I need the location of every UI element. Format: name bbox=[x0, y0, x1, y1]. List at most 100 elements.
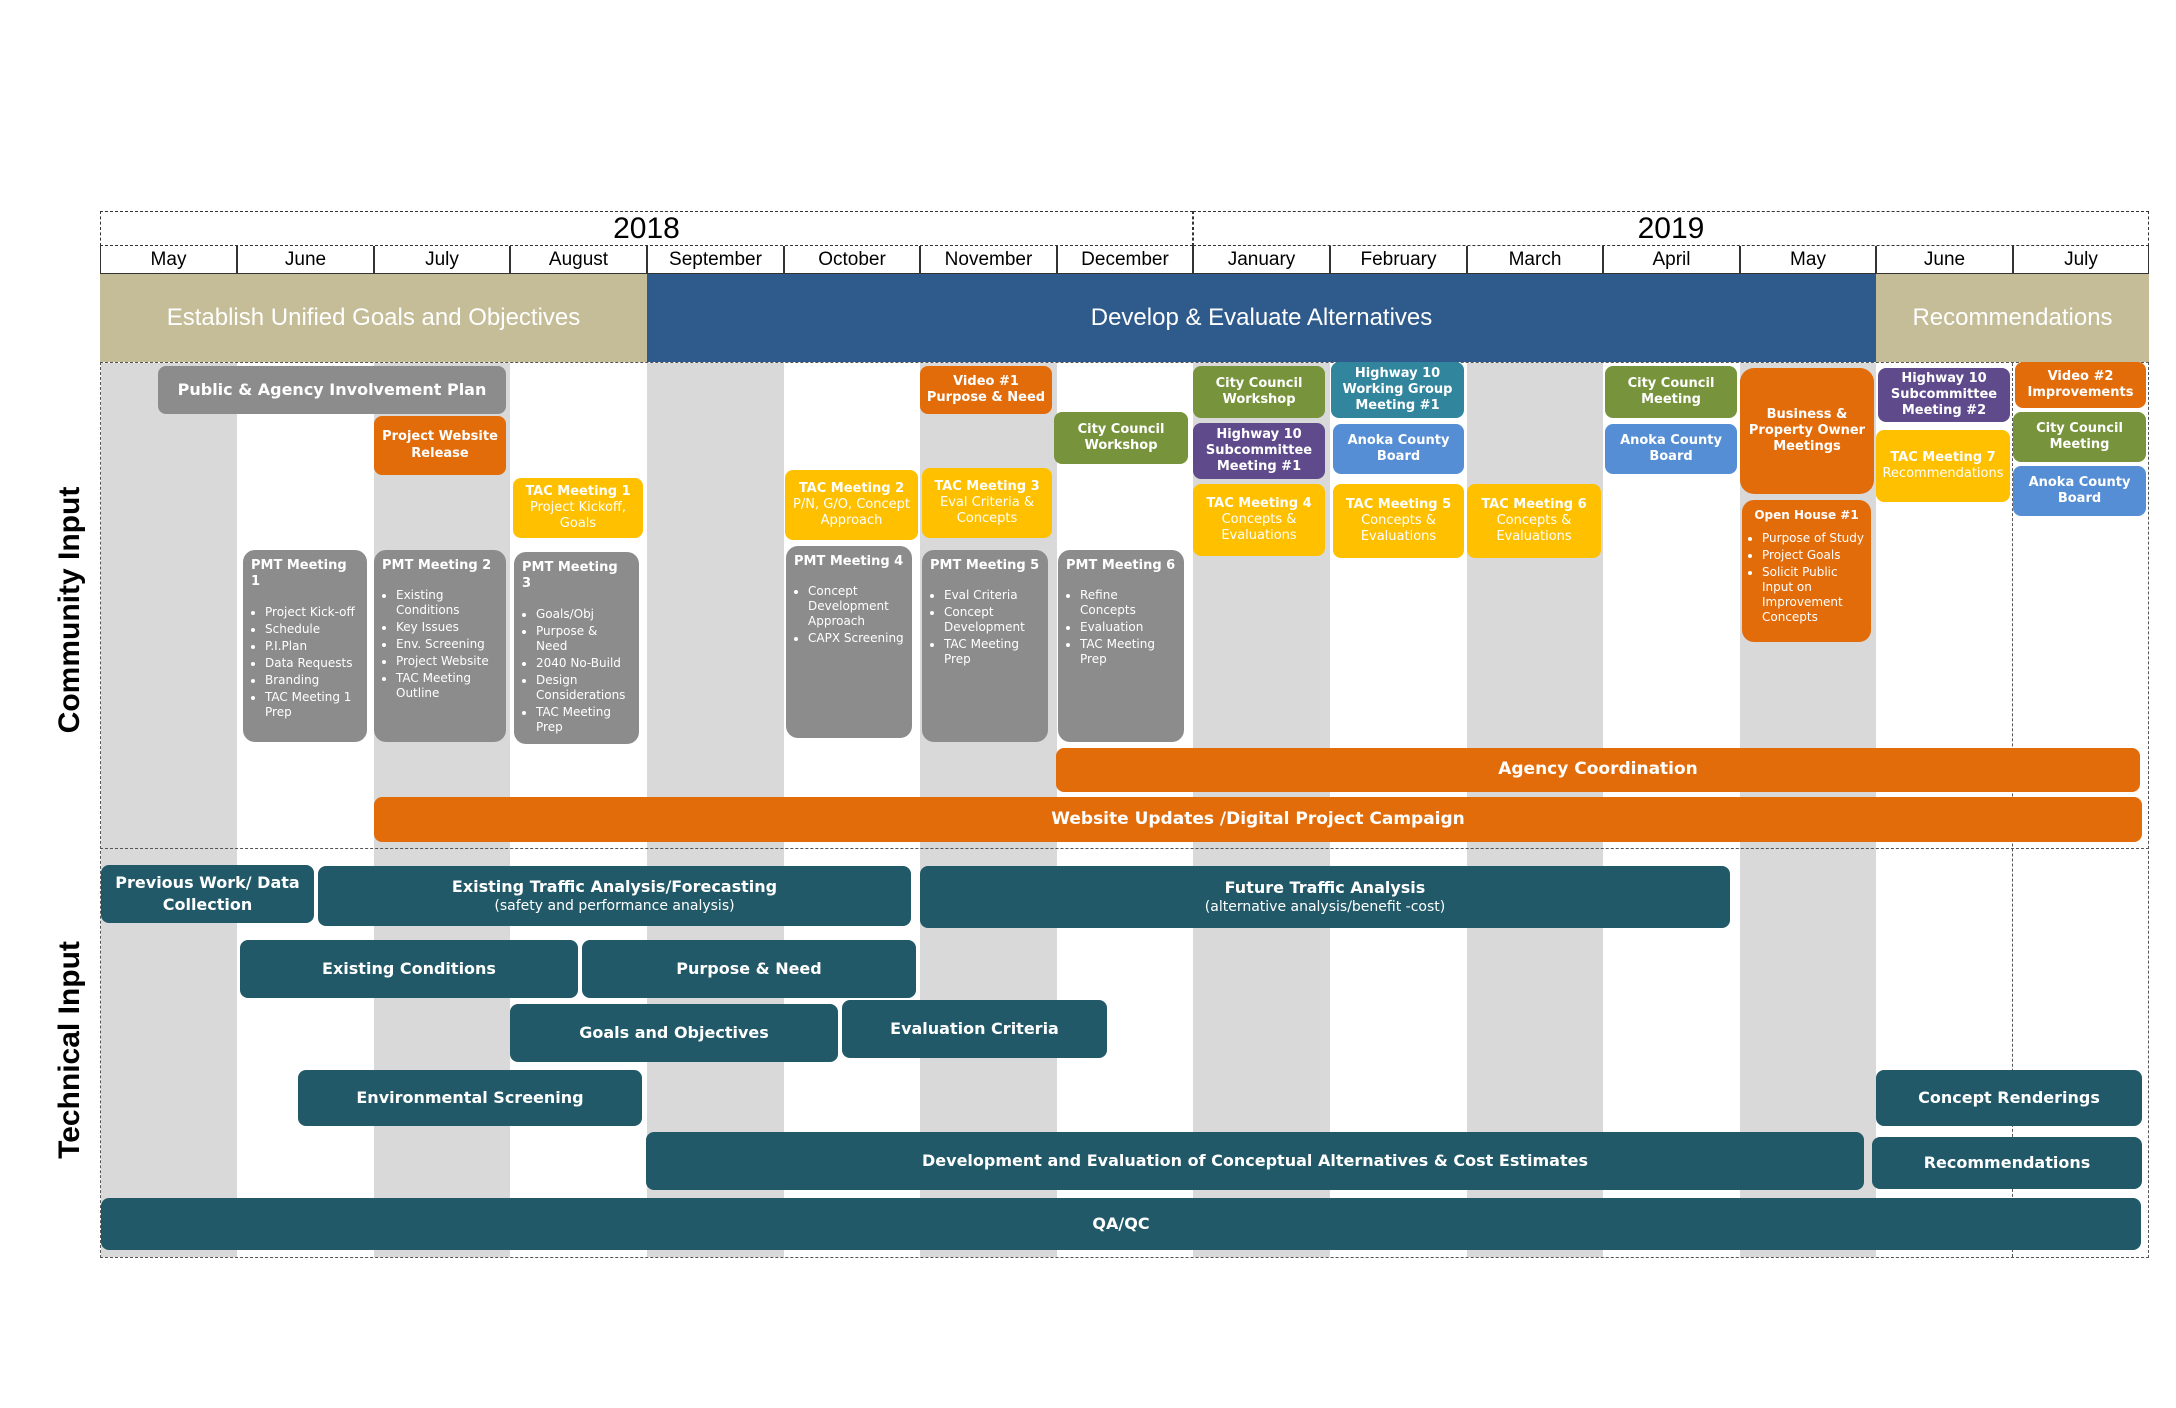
cc-meeting-apr-box: City Council Meeting bbox=[1605, 366, 1737, 418]
pmt-item: Purpose & Need bbox=[536, 624, 631, 654]
pmt-item: Goals/Obj bbox=[536, 607, 631, 622]
tac-meeting-7-box: TAC Meeting 7 Recommendations bbox=[1876, 430, 2010, 502]
pmt-item: Eval Criteria bbox=[944, 588, 1040, 603]
hwy10-subcommittee-2-label: Highway 10 Subcommittee Meeting #2 bbox=[1890, 370, 1998, 419]
tac-meeting-6-box: TAC Meeting 6 Concepts & Evaluations bbox=[1467, 484, 1601, 558]
tac-meeting-6-sub: Concepts & Evaluations bbox=[1496, 512, 1572, 545]
cc-workshop-dec-label: City Council Workshop bbox=[1077, 421, 1165, 453]
pmt-meeting-6-title: PMT Meeting 6 bbox=[1066, 558, 1176, 573]
tac-meeting-5-box: TAC Meeting 5 Concepts & Evaluations bbox=[1333, 484, 1464, 558]
month-june-2019: June bbox=[1876, 246, 2013, 274]
year-2018-header: 2018 bbox=[100, 211, 1193, 246]
hwy10-subcommittee-1-label: Highway 10 Subcommittee Meeting #1 bbox=[1205, 426, 1313, 475]
community-input-label: Community Input bbox=[53, 486, 86, 734]
pmt-item: 2040 No-Build bbox=[536, 656, 631, 671]
existing-conditions-label: Existing Conditions bbox=[322, 959, 496, 979]
existing-conditions-bar: Existing Conditions bbox=[240, 940, 578, 998]
previous-work-label: Previous Work/ Data Collection bbox=[115, 873, 300, 914]
pmt-item: Concept Development bbox=[944, 605, 1040, 635]
business-owner-meetings-label: Business & Property Owner Meetings bbox=[1748, 406, 1866, 455]
website-release-box: Project Website Release bbox=[374, 416, 506, 475]
pmt-item: Design Considerations bbox=[536, 673, 631, 703]
pmt-meeting-2-title: PMT Meeting 2 bbox=[382, 558, 492, 573]
website-updates-bar: Website Updates /Digital Project Campaig… bbox=[374, 797, 2142, 842]
pmt-meeting-3-list: Goals/Obj Purpose & Need 2040 No-Build D… bbox=[522, 607, 631, 737]
month-january-2019: January bbox=[1193, 246, 1330, 274]
month-june-2018: June bbox=[237, 246, 374, 274]
tac-meeting-1-title: TAC Meeting 1 bbox=[525, 483, 631, 499]
agency-coordination-bar: Agency Coordination bbox=[1056, 748, 2140, 792]
tac-meeting-3-title: TAC Meeting 3 bbox=[934, 478, 1040, 494]
existing-traffic-title: Existing Traffic Analysis/Forecasting bbox=[451, 876, 778, 896]
pmt-item: Project Website bbox=[396, 654, 498, 669]
pmt-item: TAC Meeting Outline bbox=[396, 671, 498, 701]
phase-develop-evaluate: Develop & Evaluate Alternatives bbox=[647, 274, 1876, 362]
month-march-2019: March bbox=[1467, 246, 1603, 274]
tac-meeting-2-title: TAC Meeting 2 bbox=[798, 480, 905, 496]
pmt-meeting-5-title: PMT Meeting 5 bbox=[930, 558, 1040, 573]
month-july-2018: July bbox=[374, 246, 510, 274]
pmt-meeting-4-title: PMT Meeting 4 bbox=[794, 554, 904, 569]
video-2-box: Video #2 Improvements bbox=[2015, 362, 2146, 408]
pmt-item: Schedule bbox=[265, 622, 359, 637]
open-house-list: Purpose of Study Project Goals Solicit P… bbox=[1748, 531, 1865, 627]
anoka-board-apr-box: Anoka County Board bbox=[1605, 424, 1737, 474]
pmt-item: Concept Development Approach bbox=[808, 584, 904, 629]
pmt-item: Branding bbox=[265, 673, 359, 688]
tac-meeting-2-sub: P/N, G/O, Concept Approach bbox=[793, 496, 910, 529]
pmt-item: Existing Conditions bbox=[396, 588, 498, 618]
goals-objectives-bar: Goals and Objectives bbox=[510, 1004, 838, 1062]
year-2019-header: 2019 bbox=[1193, 211, 2149, 246]
tac-meeting-5-title: TAC Meeting 5 bbox=[1345, 496, 1452, 512]
purpose-need-label: Purpose & Need bbox=[676, 959, 822, 979]
website-updates-label: Website Updates /Digital Project Campaig… bbox=[1051, 808, 1465, 829]
tac-meeting-2-box: TAC Meeting 2 P/N, G/O, Concept Approach bbox=[785, 470, 918, 540]
pmt-meeting-5-box: PMT Meeting 5 Eval Criteria Concept Deve… bbox=[922, 550, 1048, 742]
anoka-board-apr-label: Anoka County Board bbox=[1620, 432, 1722, 464]
tac-meeting-6-title: TAC Meeting 6 bbox=[1481, 496, 1587, 512]
public-agency-plan-label: Public & Agency Involvement Plan bbox=[177, 380, 487, 399]
section-divider bbox=[100, 848, 2149, 849]
anoka-board-feb-label: Anoka County Board bbox=[1347, 432, 1450, 464]
pmt-meeting-1-box: PMT Meeting 1 Project Kick-off Schedule … bbox=[243, 550, 367, 742]
tac-meeting-3-box: TAC Meeting 3 Eval Criteria & Concepts bbox=[922, 468, 1052, 538]
cc-meeting-jul-box: City Council Meeting bbox=[2013, 412, 2146, 462]
tac-meeting-7-sub: Recommendations bbox=[1882, 466, 2004, 481]
pmt-item: Data Requests bbox=[265, 656, 359, 671]
hwy10-working-group-label: Highway 10 Working Group Meeting #1 bbox=[1342, 365, 1453, 414]
pmt-item: P.I.Plan bbox=[265, 639, 359, 654]
anoka-board-feb-box: Anoka County Board bbox=[1333, 424, 1464, 474]
recommendations-bar: Recommendations bbox=[1872, 1137, 2142, 1189]
goals-objectives-label: Goals and Objectives bbox=[579, 1023, 769, 1043]
month-october-2018: October bbox=[784, 246, 920, 274]
pmt-meeting-4-list: Concept Development Approach CAPX Screen… bbox=[794, 584, 904, 648]
environmental-screening-label: Environmental Screening bbox=[356, 1088, 584, 1108]
pmt-item: TAC Meeting Prep bbox=[944, 637, 1040, 667]
previous-work-bar: Previous Work/ Data Collection bbox=[101, 865, 314, 923]
month-february-2019: February bbox=[1330, 246, 1467, 274]
pmt-item: Evaluation bbox=[1080, 620, 1176, 635]
pmt-meeting-6-box: PMT Meeting 6 Refine Concepts Evaluation… bbox=[1058, 550, 1184, 742]
qaqc-bar: QA/QC bbox=[101, 1198, 2141, 1250]
video-1-label: Video #1 Purpose & Need bbox=[926, 373, 1046, 405]
month-may-2018: May bbox=[100, 246, 237, 274]
pmt-item: TAC Meeting Prep bbox=[1080, 637, 1176, 667]
cc-meeting-apr-label: City Council Meeting bbox=[1627, 375, 1715, 407]
concept-renderings-bar: Concept Renderings bbox=[1876, 1070, 2142, 1126]
business-owner-meetings-box: Business & Property Owner Meetings bbox=[1740, 368, 1874, 494]
pmt-meeting-5-list: Eval Criteria Concept Development TAC Me… bbox=[930, 588, 1040, 669]
video-1-box: Video #1 Purpose & Need bbox=[920, 366, 1052, 414]
tac-meeting-1-sub: Project Kickoff, Goals bbox=[529, 499, 626, 532]
tac-meeting-1-box: TAC Meeting 1 Project Kickoff, Goals bbox=[513, 478, 643, 538]
cc-workshop-dec-box: City Council Workshop bbox=[1054, 412, 1188, 464]
month-april-2019: April bbox=[1603, 246, 1740, 274]
cc-workshop-jan-box: City Council Workshop bbox=[1193, 366, 1325, 418]
video-2-label: Video #2 Improvements bbox=[2027, 368, 2134, 400]
pmt-meeting-4-box: PMT Meeting 4 Concept Development Approa… bbox=[786, 546, 912, 738]
public-agency-plan-box: Public & Agency Involvement Plan bbox=[158, 366, 506, 414]
cc-meeting-jul-label: City Council Meeting bbox=[2036, 420, 2123, 452]
month-july-2019: July bbox=[2013, 246, 2149, 274]
stripe-may-2018 bbox=[101, 363, 237, 1257]
development-evaluation-label: Development and Evaluation of Conceptual… bbox=[922, 1151, 1588, 1171]
purpose-need-bar: Purpose & Need bbox=[582, 940, 916, 998]
